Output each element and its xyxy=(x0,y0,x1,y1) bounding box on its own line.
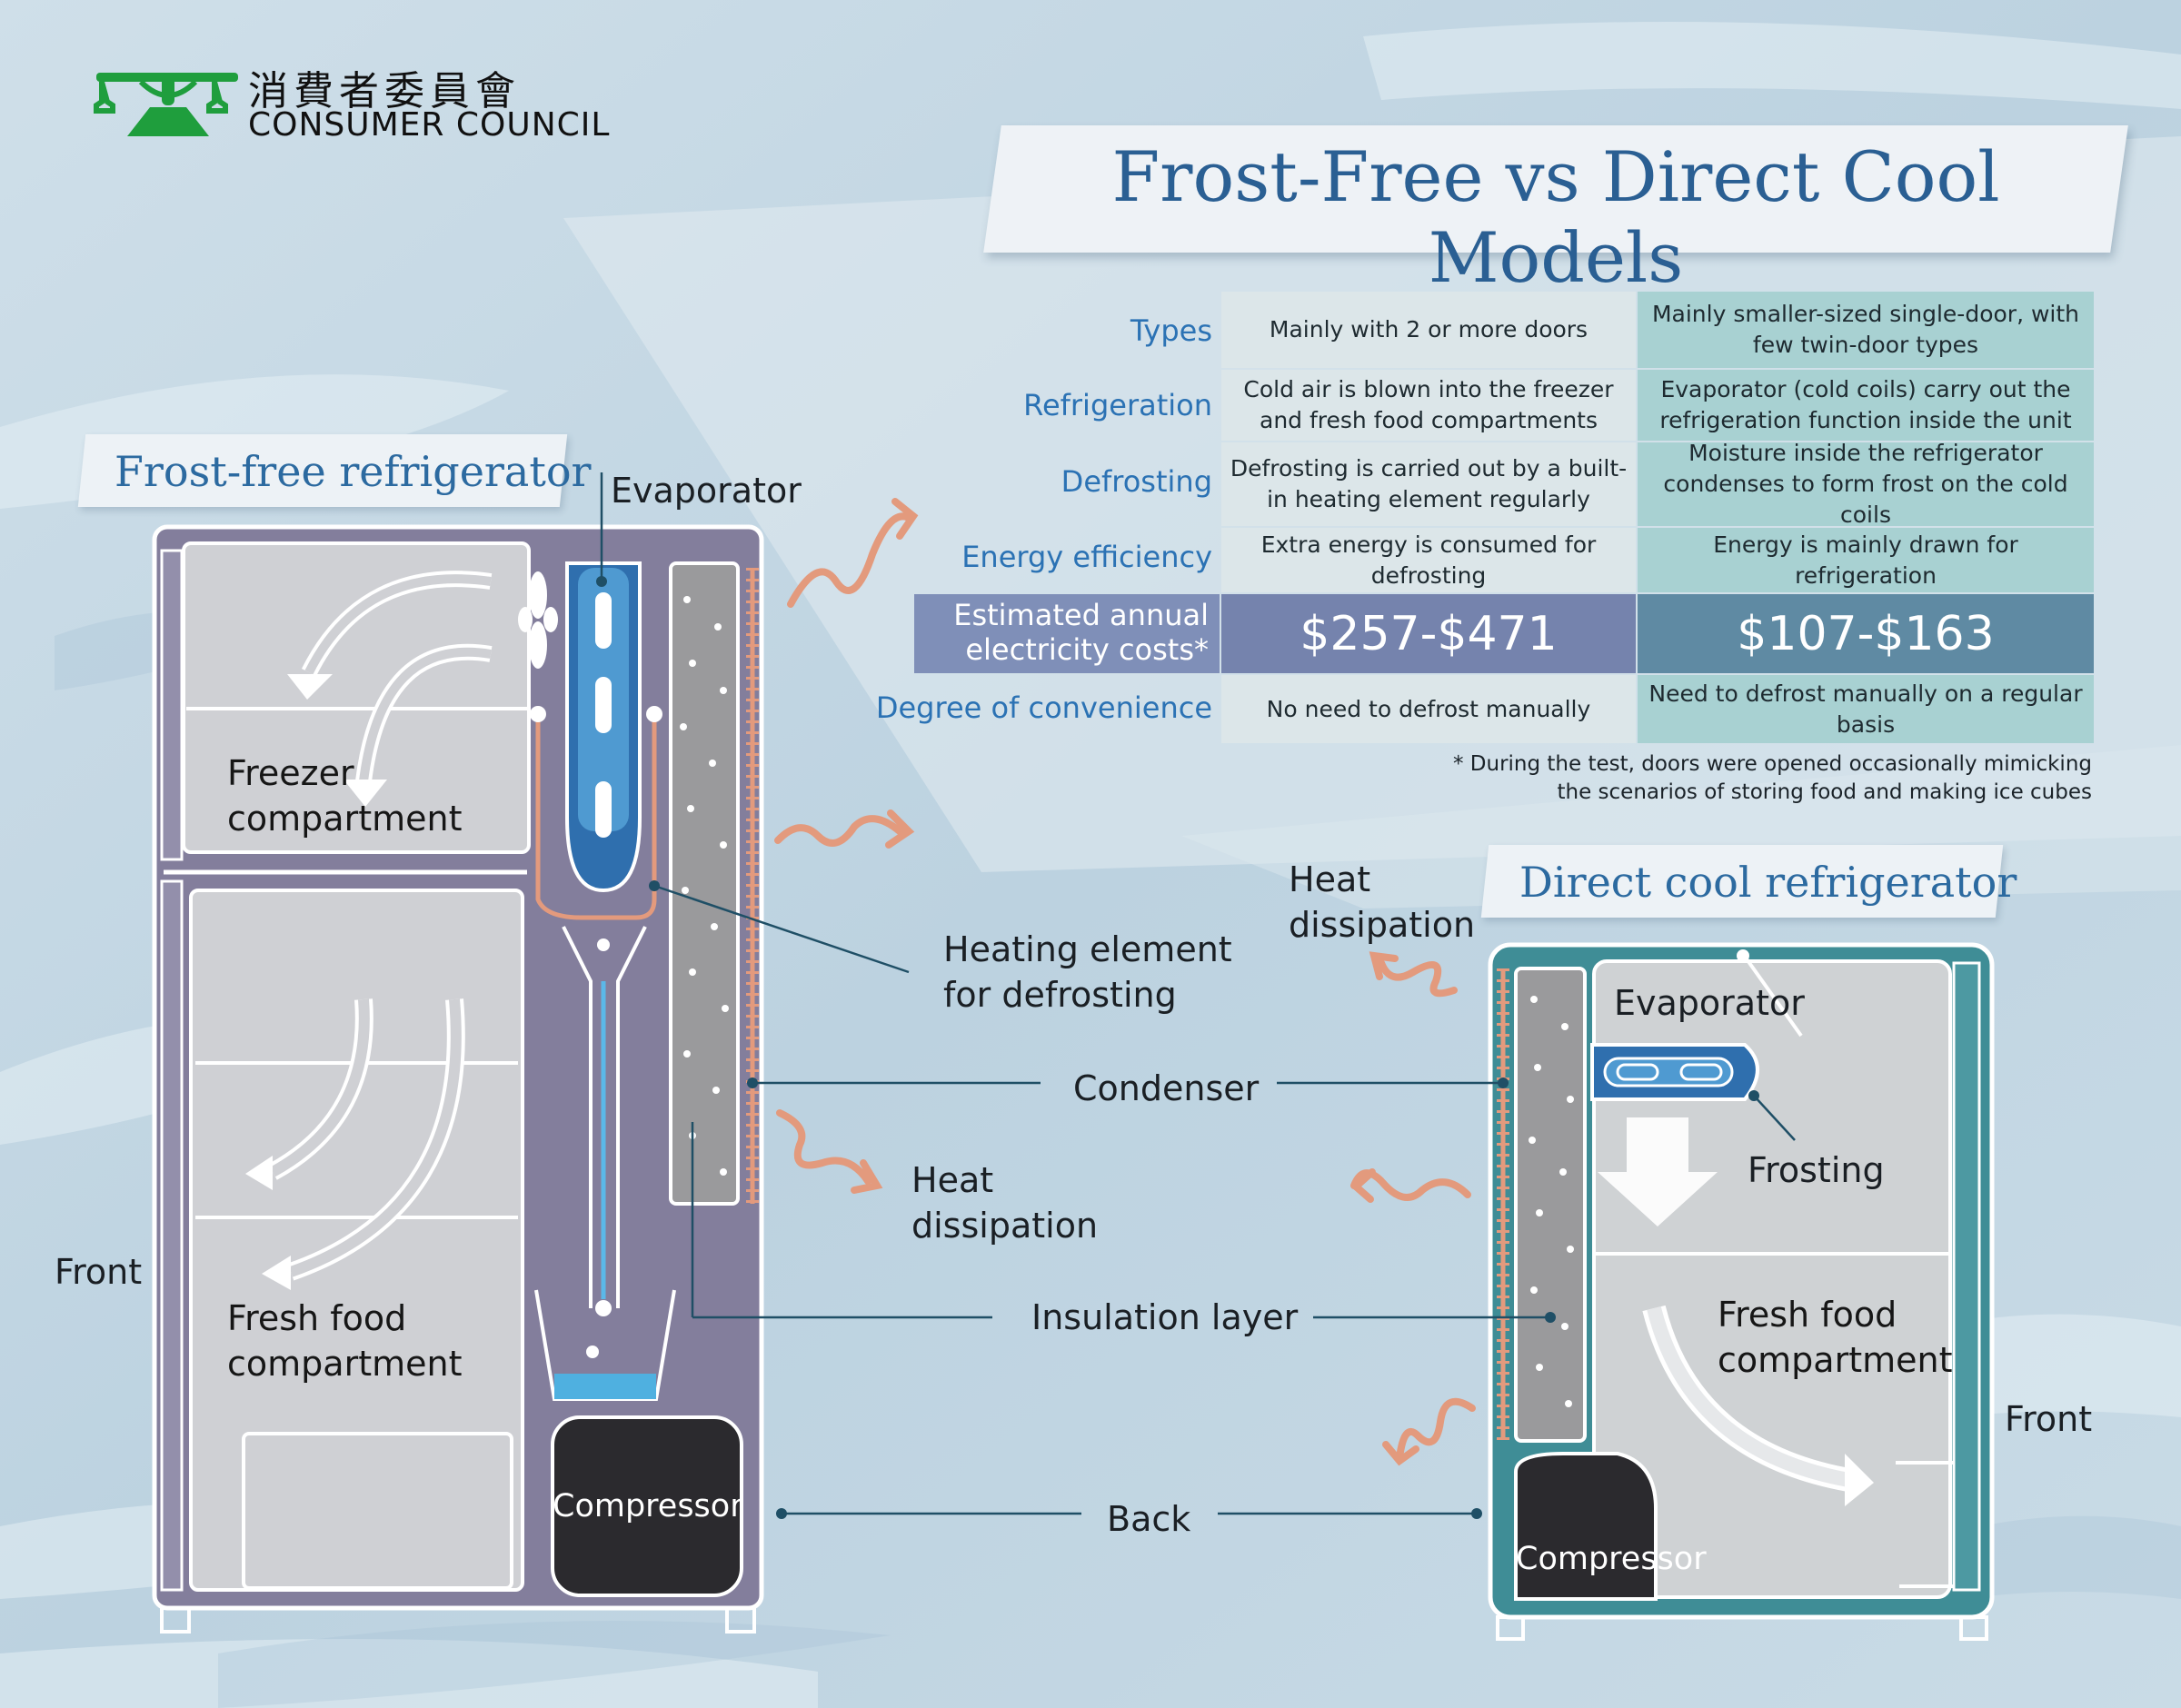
label-frosting: Frosting xyxy=(1748,1150,1885,1190)
label-fresh-food-frost-free: Fresh food compartment xyxy=(227,1298,463,1384)
frost-free-fridge-diagram xyxy=(152,524,764,1634)
cell-energy-frost-free: Extra energy is consumed for defrosting xyxy=(1221,528,1636,592)
label-front-frost-free: Front xyxy=(55,1252,143,1292)
row-label-refrigeration: Refrigeration xyxy=(1023,388,1212,422)
leader-lines xyxy=(600,472,1796,1515)
label-insulation-layer: Insulation layer xyxy=(1031,1297,1299,1337)
row-label-convenience: Degree of convenience xyxy=(875,690,1212,725)
cell-refrigeration-frost-free: Cold air is blown into the freezer and f… xyxy=(1221,370,1636,441)
label-heat-dissipation-direct-cool: Heat dissipation xyxy=(1289,859,1476,945)
label-heat-dissipation-frost-free: Heat dissipation xyxy=(911,1160,1099,1246)
cell-defrosting-direct-cool: Moisture inside the refrigerator condens… xyxy=(1638,440,2094,528)
row-label-types: Types xyxy=(1130,313,1212,348)
cell-refrigeration-direct-cool: Evaporator (cold coils) carry out the re… xyxy=(1638,370,2094,441)
cell-types-direct-cool: Mainly smaller-sized single-door, with f… xyxy=(1638,292,2094,368)
page-title: Frost-Free vs Direct Cool Models xyxy=(1111,136,2000,298)
direct-cool-fridge-diagram xyxy=(1488,942,1995,1641)
cost-frost-free: $257-$471 xyxy=(1221,594,1636,673)
cost-direct-cool: $107-$163 xyxy=(1638,594,2094,673)
heat-dissipation-arrows xyxy=(774,498,1476,1466)
label-front-direct-cool: Front xyxy=(2005,1399,2093,1439)
frost-free-title: Frost-free refrigerator xyxy=(115,447,592,496)
label-heating-element: Heating element for defrosting xyxy=(943,929,1232,1015)
cell-defrosting-frost-free: Defrosting is carried out by a built-in … xyxy=(1221,442,1636,526)
logo-chinese-name: 消費者委員會 xyxy=(248,68,521,114)
label-condenser: Condenser xyxy=(1073,1068,1260,1108)
row-label-electricity-costs: Estimated annual electricity costs* xyxy=(914,594,1220,673)
label-evaporator-frost-free: Evaporator xyxy=(611,471,802,511)
direct-cool-title: Direct cool refrigerator xyxy=(1519,858,2017,907)
label-back: Back xyxy=(1107,1499,1191,1539)
row-label-defrosting: Defrosting xyxy=(1061,464,1212,499)
logo-english-name: CONSUMER COUNCIL xyxy=(248,106,611,144)
row-label-energy-efficiency: Energy efficiency xyxy=(961,540,1212,574)
label-fresh-food-direct-cool: Fresh food compartment xyxy=(1718,1295,1953,1380)
footnote: * During the test, doors were opened occ… xyxy=(1452,752,2092,804)
label-compressor-frost-free: Compressor xyxy=(553,1488,743,1524)
cell-convenience-frost-free: No need to defrost manually xyxy=(1221,675,1636,743)
label-compressor-direct-cool: Compressor xyxy=(1516,1541,1707,1577)
cell-energy-direct-cool: Energy is mainly drawn for refrigeration xyxy=(1638,528,2094,592)
cell-convenience-direct-cool: Need to defrost manually on a regular ba… xyxy=(1638,675,2094,743)
label-evaporator-direct-cool: Evaporator xyxy=(1614,983,1805,1023)
cell-types-frost-free: Mainly with 2 or more doors xyxy=(1221,292,1636,368)
label-freezer-compartment: Freezer compartment xyxy=(227,753,463,839)
consumer-council-logo-icon xyxy=(94,73,238,136)
